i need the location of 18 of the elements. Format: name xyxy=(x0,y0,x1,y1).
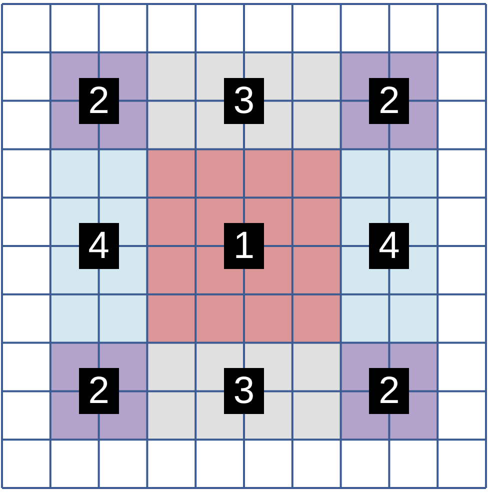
number-label: 3 xyxy=(224,368,264,414)
shaded-region xyxy=(50,342,148,440)
number-label: 2 xyxy=(369,78,410,124)
number-label: 4 xyxy=(369,222,410,269)
shaded-region xyxy=(147,149,341,343)
number-label: 4 xyxy=(78,222,119,269)
shaded-region xyxy=(340,52,438,150)
shaded-region xyxy=(340,149,438,343)
number-label: 2 xyxy=(78,368,119,414)
shaded-region xyxy=(147,342,341,440)
shaded-region xyxy=(50,52,148,150)
shaded-region xyxy=(340,342,438,440)
shaded-region xyxy=(50,149,148,343)
number-label: 1 xyxy=(224,222,264,269)
number-label: 2 xyxy=(78,78,119,124)
shaded-region xyxy=(147,52,341,150)
number-label: 2 xyxy=(369,368,410,414)
number-label: 3 xyxy=(224,78,264,124)
